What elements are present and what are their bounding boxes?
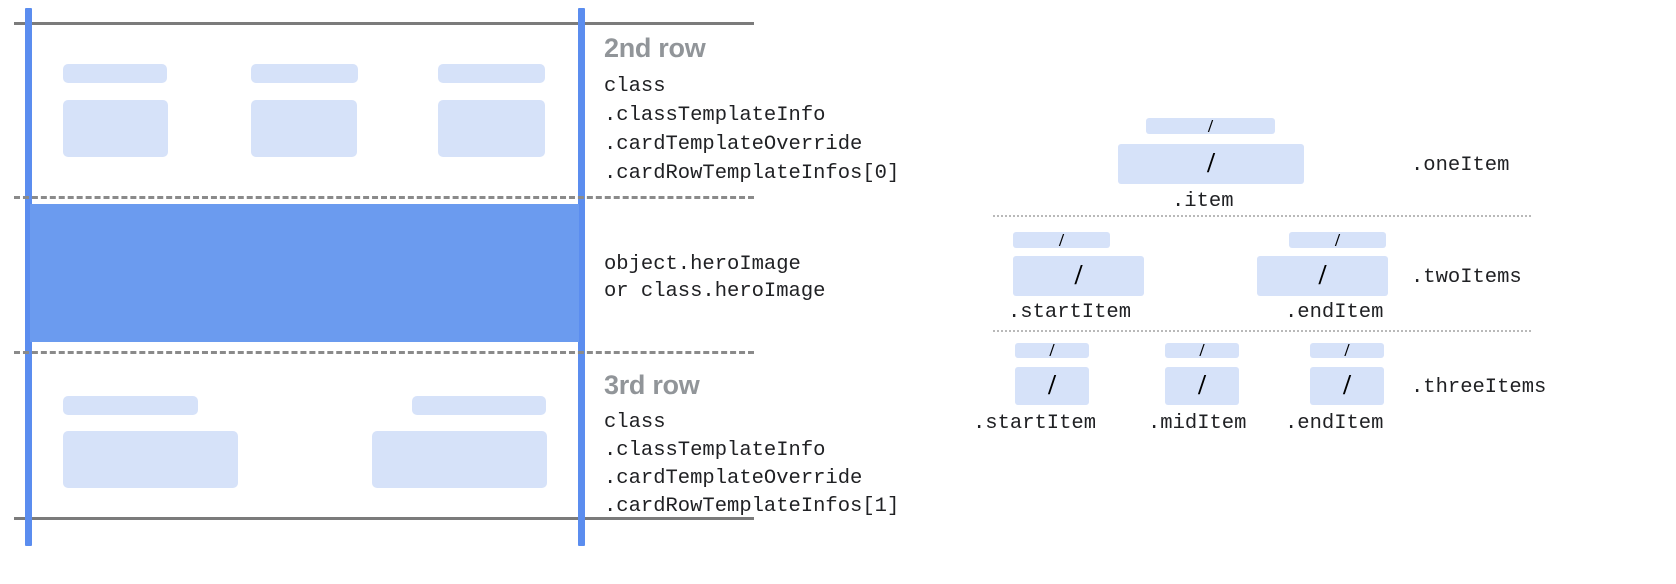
oneitem-group-label: .oneItem bbox=[1411, 154, 1510, 177]
row3-code-line-2: .cardTemplateOverride bbox=[604, 467, 863, 490]
oneitem-item-label-slot: / bbox=[1146, 115, 1275, 136]
row2-code-line-3: .cardRowTemplateInfos[0] bbox=[604, 162, 900, 185]
slash-glyph: / bbox=[1343, 370, 1351, 401]
slash-glyph: / bbox=[1207, 148, 1215, 179]
slash-glyph: / bbox=[1049, 340, 1055, 360]
hero-image-band bbox=[30, 204, 579, 342]
twoitems-startitem-caption: .startItem bbox=[1008, 301, 1132, 324]
row2-item3-value-chip bbox=[438, 100, 545, 157]
row3-title: 3rd row bbox=[604, 370, 700, 400]
slash-glyph: / bbox=[1198, 370, 1206, 401]
row3-code-line-1: .classTemplateInfo bbox=[604, 439, 826, 462]
row2-code-line-1: .classTemplateInfo bbox=[604, 104, 826, 127]
variant-separator-1 bbox=[993, 215, 1531, 217]
row3-item2-value-chip bbox=[372, 431, 547, 488]
oneitem-item-caption: .item bbox=[1172, 190, 1234, 213]
card-left-guide bbox=[25, 8, 32, 546]
threeitems-enditem-value-slot: / bbox=[1310, 367, 1384, 405]
slash-glyph: / bbox=[1048, 370, 1056, 401]
row3-item2-label-chip bbox=[412, 396, 546, 415]
threeitems-startitem-label-slot: / bbox=[1015, 340, 1089, 360]
slash-glyph: / bbox=[1074, 260, 1083, 291]
slash-glyph: / bbox=[1207, 115, 1213, 136]
left-card-diagram bbox=[0, 0, 754, 584]
card-right-guide bbox=[578, 8, 585, 546]
row3-code-line-3: .cardRowTemplateInfos[1] bbox=[604, 495, 900, 518]
row2-item2-label-chip bbox=[251, 64, 358, 83]
twoitems-enditem-caption: .endItem bbox=[1285, 301, 1384, 324]
twoitems-startitem-value-slot: / bbox=[1013, 256, 1144, 296]
row2-code-line-2: .cardTemplateOverride bbox=[604, 133, 863, 156]
row2-item3-label-chip bbox=[438, 64, 545, 83]
row3-code-line-0: class bbox=[604, 411, 666, 434]
row2-item1-label-chip bbox=[63, 64, 167, 83]
card-bottom-rule bbox=[14, 517, 754, 520]
hero-code-line-1: or class.heroImage bbox=[604, 280, 826, 303]
row2-title: 2nd row bbox=[604, 33, 706, 63]
threeitems-startitem-value-slot: / bbox=[1015, 367, 1089, 405]
slash-glyph: / bbox=[1318, 260, 1327, 291]
row3-item1-label-chip bbox=[63, 396, 198, 415]
hero-code-line-0: object.heroImage bbox=[604, 253, 801, 276]
row2-code-line-0: class bbox=[604, 75, 666, 98]
twoitems-group-label: .twoItems bbox=[1411, 266, 1522, 289]
twoitems-startitem-label-slot: / bbox=[1013, 229, 1110, 250]
threeitems-miditem-label-slot: / bbox=[1165, 340, 1239, 360]
threeitems-startitem-caption: .startItem bbox=[973, 412, 1097, 435]
slash-glyph: / bbox=[1058, 229, 1064, 250]
slash-glyph: / bbox=[1334, 229, 1340, 250]
row3-item1-value-chip bbox=[63, 431, 238, 488]
threeitems-enditem-caption: .endItem bbox=[1285, 412, 1384, 435]
row2-item2-value-chip bbox=[251, 100, 357, 157]
oneitem-item-value-slot: / bbox=[1118, 144, 1304, 184]
card-top-rule bbox=[14, 22, 754, 25]
threeitems-group-label: .threeItems bbox=[1411, 376, 1547, 399]
row2-item1-value-chip bbox=[63, 100, 168, 157]
row-separator-bottom bbox=[14, 351, 754, 354]
variant-separator-2 bbox=[993, 330, 1531, 332]
slash-glyph: / bbox=[1199, 340, 1205, 360]
threeitems-enditem-label-slot: / bbox=[1310, 340, 1384, 360]
slash-glyph: / bbox=[1344, 340, 1350, 360]
row-separator-top bbox=[14, 196, 754, 199]
twoitems-enditem-value-slot: / bbox=[1257, 256, 1388, 296]
twoitems-enditem-label-slot: / bbox=[1289, 229, 1386, 250]
threeitems-miditem-caption: .midItem bbox=[1148, 412, 1247, 435]
threeitems-miditem-value-slot: / bbox=[1165, 367, 1239, 405]
